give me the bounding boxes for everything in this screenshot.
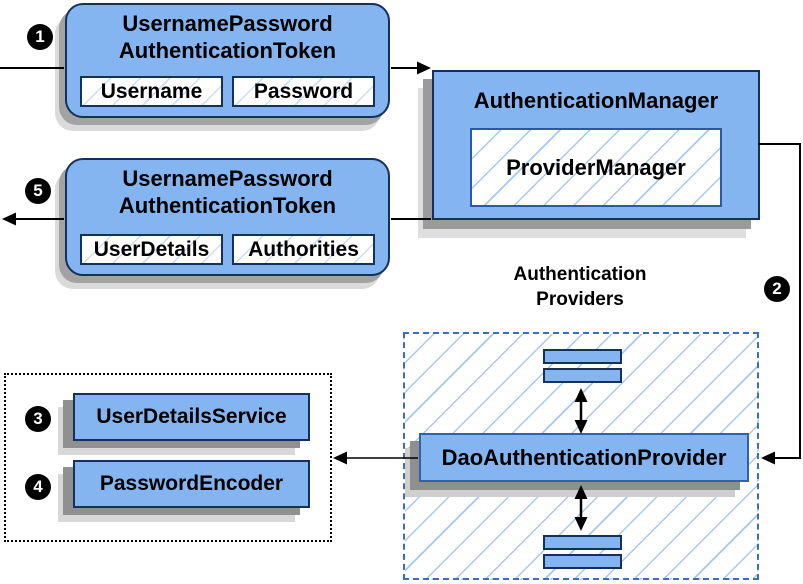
provider-manager-box: ProviderManager xyxy=(470,128,722,207)
request-token-title: UsernamePassword AuthenticationToken xyxy=(67,5,388,64)
result-token-fields: UserDetails Authorities xyxy=(67,234,388,274)
password-encoder-box: PasswordEncoder xyxy=(73,460,310,508)
result-token-title: UsernamePassword AuthenticationToken xyxy=(67,160,388,219)
provider-list-bar xyxy=(543,368,622,383)
result-token-title-line2: AuthenticationToken xyxy=(118,193,337,218)
user-details-service-box: UserDetailsService xyxy=(73,393,310,441)
step-1-badge: 1 xyxy=(27,24,53,50)
step2-connector-arrow xyxy=(758,143,801,465)
result-token-box: UsernamePassword AuthenticationToken Use… xyxy=(65,158,390,276)
step-2-badge: 2 xyxy=(764,276,790,302)
authentication-providers-label-line1: Authentication xyxy=(513,264,647,285)
userdetails-field: UserDetails xyxy=(80,234,223,265)
provider-list-bar xyxy=(543,349,622,364)
authorities-field: Authorities xyxy=(232,234,375,265)
password-field: Password xyxy=(232,76,375,107)
dao-authentication-provider-box: DaoAuthenticationProvider xyxy=(419,433,749,482)
username-field: Username xyxy=(80,76,223,107)
provider-list-bar xyxy=(543,554,622,569)
request-token-box: UsernamePassword AuthenticationToken Use… xyxy=(65,3,390,118)
provider-list-bar xyxy=(543,535,622,550)
step-3-badge: 3 xyxy=(25,406,51,432)
request-token-title-line1: UsernamePassword xyxy=(122,11,333,36)
step-4-badge: 4 xyxy=(25,474,51,500)
result-token-title-line1: UsernamePassword xyxy=(122,166,333,191)
authentication-providers-label: Authentication Providers xyxy=(470,262,690,312)
authentication-manager-box: AuthenticationManager ProviderManager xyxy=(432,70,760,220)
request-token-title-line2: AuthenticationToken xyxy=(118,38,337,63)
request-token-fields: Username Password xyxy=(67,76,388,116)
authentication-providers-label-line2: Providers xyxy=(536,289,624,310)
step-5-badge: 5 xyxy=(25,178,51,204)
authentication-manager-title: AuthenticationManager xyxy=(473,88,719,113)
